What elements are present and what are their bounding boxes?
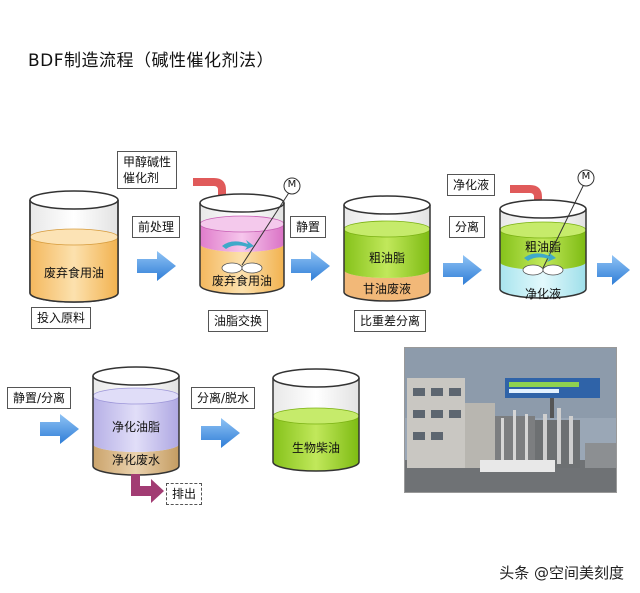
- catalyst-box: 甲醇碱性 催化剂: [117, 151, 178, 189]
- purify-liquid-label: 净化液: [524, 287, 561, 301]
- vessel-reactor: [199, 177, 301, 295]
- flow-arrow-5: [40, 414, 79, 444]
- discharge-arrow: [131, 474, 164, 503]
- motor-label: M: [287, 179, 297, 190]
- motor-label: M: [581, 171, 591, 182]
- reactor-content-label: 废弃食用油: [211, 274, 272, 288]
- vessel-purify: [92, 366, 180, 476]
- crude-oil-2-label: 粗油脂: [524, 240, 561, 254]
- flow-arrow-3: [443, 255, 482, 285]
- biodiesel-label: 生物柴油: [291, 441, 340, 455]
- flow-arrow-1: [137, 251, 176, 281]
- purified-waste-water-label: 净化废水: [111, 453, 160, 467]
- plant-photo: [404, 347, 617, 493]
- input-materials-box: 投入原料: [31, 307, 92, 329]
- separation-dewater-box: 分离/脱水: [191, 387, 256, 409]
- settling-box: 静置: [290, 216, 327, 238]
- watermark: 头条 @空间美刻度: [499, 564, 624, 582]
- vessel-cleaning: [499, 169, 595, 299]
- vessel-settling: [343, 195, 431, 302]
- crude-oil-label: 粗油脂: [368, 251, 405, 265]
- cleaning-liquid-box: 净化液: [447, 174, 496, 196]
- separation-box: 分离: [449, 216, 486, 238]
- pretreatment-box: 前处理: [132, 216, 181, 238]
- flow-arrow-6: [201, 418, 240, 448]
- glycerin-waste-label: 甘油废液: [362, 282, 411, 296]
- transesterification-box: 油脂交换: [208, 310, 269, 332]
- waste-oil-label: 废弃食用油: [43, 266, 104, 280]
- vessel-biodiesel: [272, 368, 360, 472]
- discharge-box: 排出: [166, 483, 203, 505]
- flow-arrow-2: [291, 251, 330, 281]
- page-title: BDF制造流程（碱性催化剂法）: [28, 51, 275, 71]
- purified-oil-label: 净化油脂: [111, 420, 160, 434]
- vessel-waste-oil: [29, 190, 119, 303]
- gravity-separation-box: 比重差分离: [354, 310, 427, 332]
- flow-arrow-4: [597, 255, 630, 285]
- settling-separation-box: 静置/分离: [7, 387, 72, 409]
